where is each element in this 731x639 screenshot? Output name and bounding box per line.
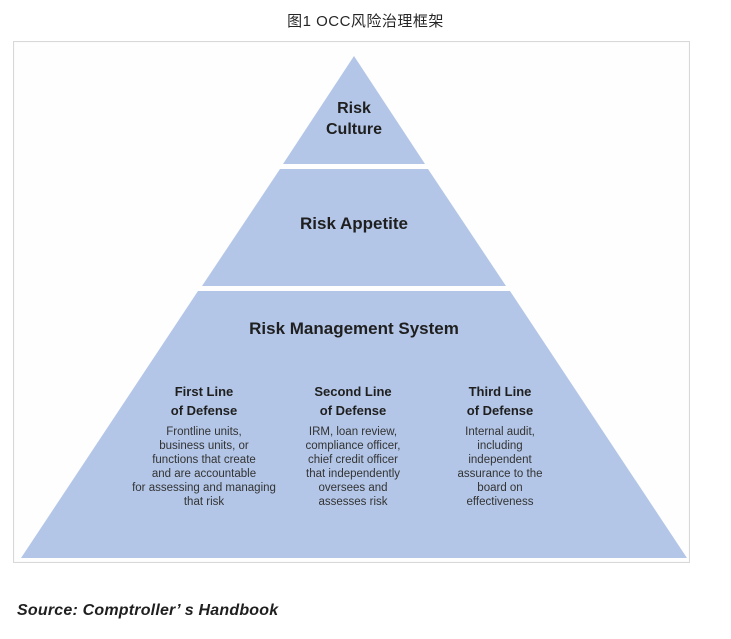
risk-management-system-label: Risk Management System <box>249 319 459 338</box>
first-line-of-defense-column: First Line of Defense Frontline units, b… <box>116 382 292 509</box>
third-line-of-defense-column: Third Line of Defense Internal audit, in… <box>412 382 588 509</box>
third-line-description: Internal audit, including independent as… <box>457 426 543 508</box>
second-line-heading: Second Line of Defense <box>314 384 392 418</box>
second-line-description: IRM, loan review, compliance officer, ch… <box>305 426 401 508</box>
figure-title: 图1 OCC风险治理框架 <box>287 13 444 30</box>
risk-appetite-label: Risk Appetite <box>299 214 408 233</box>
risk-culture-label: Risk Culture <box>326 100 382 138</box>
figure-box: Risk Culture Risk Appetite Risk Manageme… <box>13 41 690 563</box>
risk-governance-pyramid: Risk Culture Risk Appetite Risk Manageme… <box>14 42 689 562</box>
second-line-of-defense-column: Second Line of Defense IRM, loan review,… <box>265 382 441 509</box>
first-line-description: Frontline units, business units, or func… <box>132 426 276 508</box>
source-caption: Source: Comptroller’ s Handbook <box>17 602 279 619</box>
third-line-heading: Third Line of Defense <box>466 384 534 418</box>
first-line-heading: First Line of Defense <box>170 384 238 418</box>
